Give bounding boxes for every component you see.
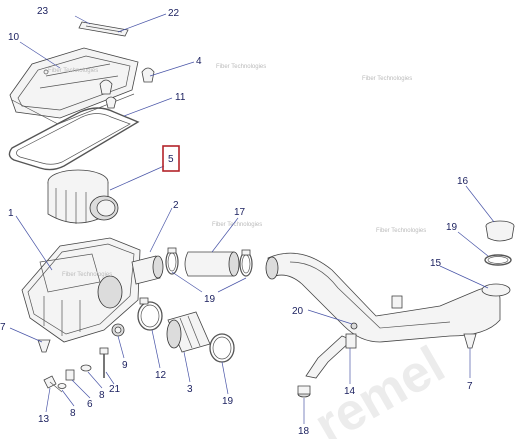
part-20-fitting [350, 322, 358, 330]
callout-2: 2 [173, 200, 179, 211]
part-7-valve-left [37, 339, 51, 353]
part-9-grommet [111, 323, 125, 337]
callout-17: 17 [234, 207, 246, 218]
part-23-label-strip [78, 21, 129, 37]
callout-12: 12 [155, 370, 167, 381]
callout-13: 13 [38, 414, 50, 425]
highlight-box [162, 145, 180, 172]
callout-11: 11 [175, 92, 186, 103]
callout-22: 22 [168, 8, 180, 19]
callout-19-lower: 19 [222, 396, 234, 407]
part-10-airbox-cover [9, 47, 139, 125]
watermark-6: Fiber Technologies [62, 272, 112, 278]
part-12-clamp [137, 297, 163, 331]
part-5-air-filter [47, 169, 119, 224]
part-8-washer-upper [80, 364, 92, 372]
part-21-bolt [99, 347, 109, 378]
part-15-intake-tube [265, 252, 511, 343]
callout-20: 20 [292, 306, 304, 317]
callout-1: 1 [8, 208, 14, 219]
watermark-2: Fiber Technologies [216, 64, 266, 70]
watermark-1: Fiber Technologies [48, 68, 98, 74]
callout-3: 3 [187, 384, 193, 395]
part-11-gasket [8, 107, 140, 171]
callout-16: 16 [457, 176, 469, 187]
callout-21: 21 [109, 384, 121, 395]
callout-6: 6 [87, 399, 93, 410]
callout-15: 15 [430, 258, 442, 269]
part-8-washer-lower [57, 383, 67, 389]
part-1-airbox-base [21, 237, 141, 343]
callout-19-upper: 19 [446, 222, 458, 233]
part-14-drain-hose [305, 333, 357, 379]
part-4-clips [99, 67, 155, 109]
part-19-clamp-upper-right [484, 254, 512, 266]
part-3-coupler [166, 311, 211, 353]
watermark-4: Fiber Technologies [212, 222, 262, 228]
watermark-3: Fiber Technologies [362, 76, 412, 82]
callout-8-lower: 8 [70, 408, 76, 419]
part-18-cap [297, 385, 311, 398]
callout-14: 14 [344, 386, 356, 397]
watermark-5: Fiber Technologies [376, 228, 426, 234]
callout-23: 23 [37, 6, 49, 17]
part-6-spacer [65, 369, 75, 381]
part-19-clamp-right [239, 249, 253, 277]
callout-4: 4 [196, 56, 202, 67]
callout-5: 5 [168, 154, 174, 165]
part-19-clamp-lower [209, 333, 235, 363]
callout-10: 10 [8, 32, 20, 43]
leader-lines [9, 13, 495, 424]
callout-18: 18 [298, 426, 310, 437]
part-13-screw [43, 375, 63, 393]
callout-7-right: 7 [467, 381, 473, 392]
part-7-valve-right [463, 333, 477, 349]
callout-9: 9 [122, 360, 128, 371]
callout-19-mid: 19 [204, 294, 216, 305]
callout-7-left: 7 [0, 322, 6, 333]
part-19-clamp-left [165, 247, 179, 275]
callout-labels: 23 22 10 4 11 5 1 2 17 16 19 15 19 20 7 … [0, 6, 473, 437]
part-2-outlet [131, 255, 164, 285]
part-16-sleeve [485, 220, 515, 242]
part-17-hose [184, 251, 240, 277]
callout-8-upper: 8 [99, 390, 105, 401]
